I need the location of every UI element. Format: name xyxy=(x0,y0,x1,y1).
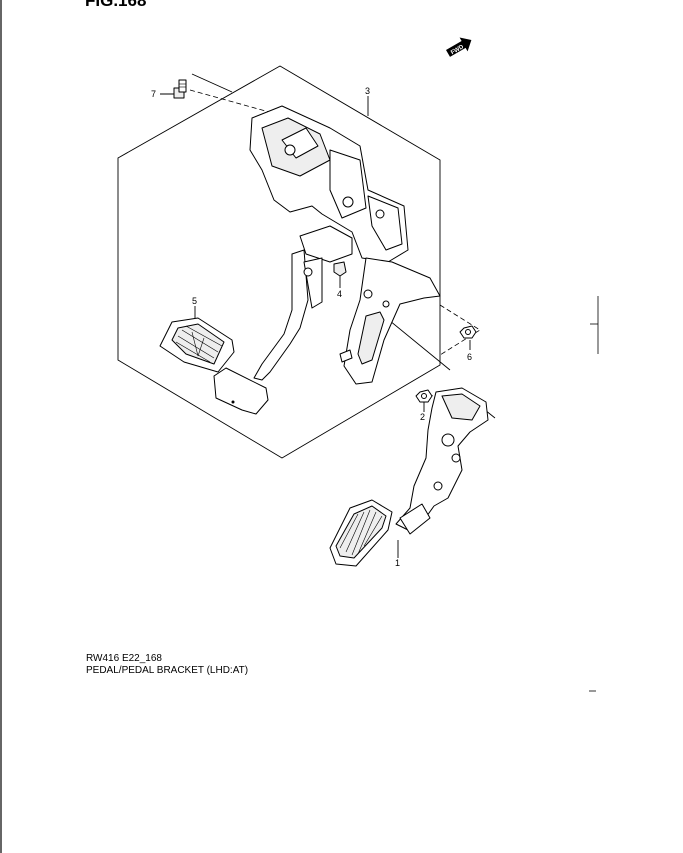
figure-title: FIG.168 xyxy=(85,0,146,10)
callout-5: 5 xyxy=(192,296,197,306)
brake-pedal-bracket xyxy=(213,105,441,415)
accel-pad-ridges-icon xyxy=(339,509,383,556)
pad-tread-icon xyxy=(175,325,223,363)
callout-2: 2 xyxy=(420,412,425,422)
brake-pad-cover-5 xyxy=(159,317,235,373)
arrow-line-7 xyxy=(191,73,233,93)
nut-2-icon xyxy=(415,389,433,403)
callout-3: 3 xyxy=(365,86,370,96)
caption-code: RW416 E22_168 xyxy=(86,653,162,664)
dash-bolt-7 xyxy=(189,89,281,116)
nut-6-icon xyxy=(459,325,477,339)
callout-4: 4 xyxy=(337,289,342,299)
clip-4-icon xyxy=(333,261,347,277)
bolt-7-icon xyxy=(173,79,187,99)
assembly-outline xyxy=(117,65,441,459)
caption-title: PEDAL/PEDAL BRACKET (LHD:AT) xyxy=(86,665,248,676)
fwd-arrow-icon: FWD xyxy=(446,37,472,57)
callout-6: 6 xyxy=(467,352,472,362)
callout-1: 1 xyxy=(395,558,400,568)
callout-7: 7 xyxy=(151,89,156,99)
accelerator-pedal-1 xyxy=(329,387,489,567)
